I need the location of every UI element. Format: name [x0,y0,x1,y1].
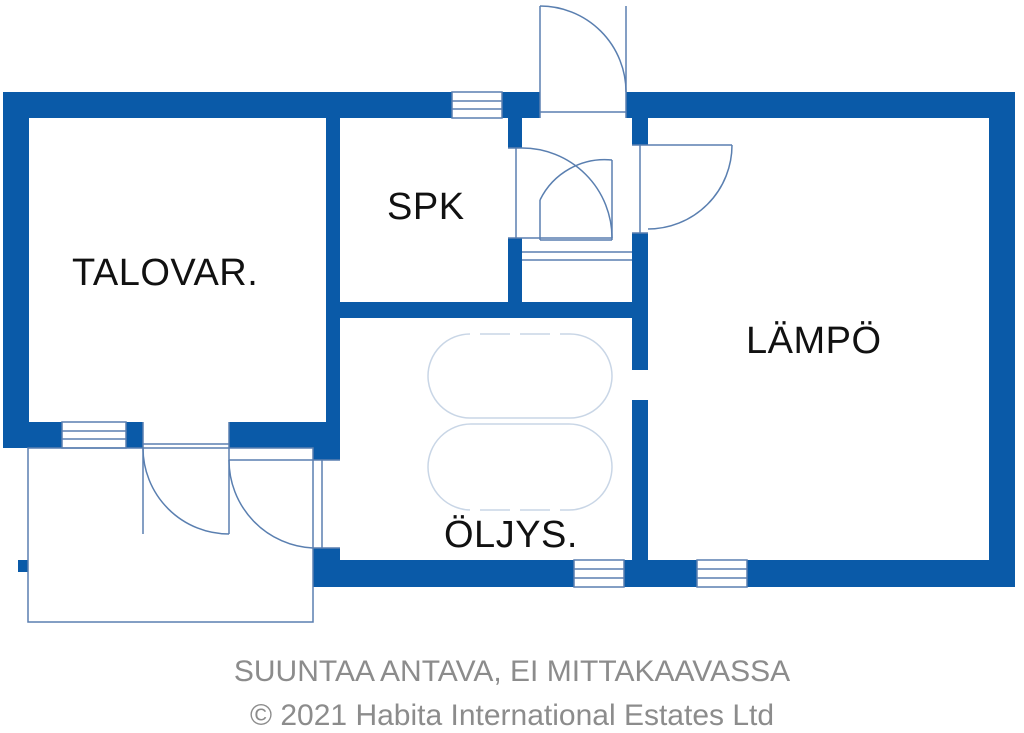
oil-tank-2 [427,423,613,511]
door-swings [142,5,733,549]
window-bottom-lampo [696,559,748,588]
hall-lines [522,251,632,261]
door-opening-front [540,92,626,118]
door-opening-oljys [313,460,340,548]
oil-tanks [427,332,613,512]
window-left [61,421,127,449]
room-label-talovar: TALOVAR. [72,252,259,294]
footer-copyright: © 2021 Habita International Estates Ltd [249,699,775,732]
room-label-spk: SPK [387,186,465,228]
opening-lampo-west [632,370,648,400]
footer-disclaimer: SUUNTAA ANTAVA, EI MITTAKAAVASSA [233,655,791,688]
porch [27,447,314,623]
windows [61,91,748,588]
room-label-oljys: ÖLJYS. [444,514,578,556]
oil-tank-1 [427,333,613,419]
window-bottom-oljys [573,559,625,588]
window-top [451,91,503,119]
door-opening-spk [508,148,522,238]
room-label-lampo: LÄMPÖ [746,320,882,362]
